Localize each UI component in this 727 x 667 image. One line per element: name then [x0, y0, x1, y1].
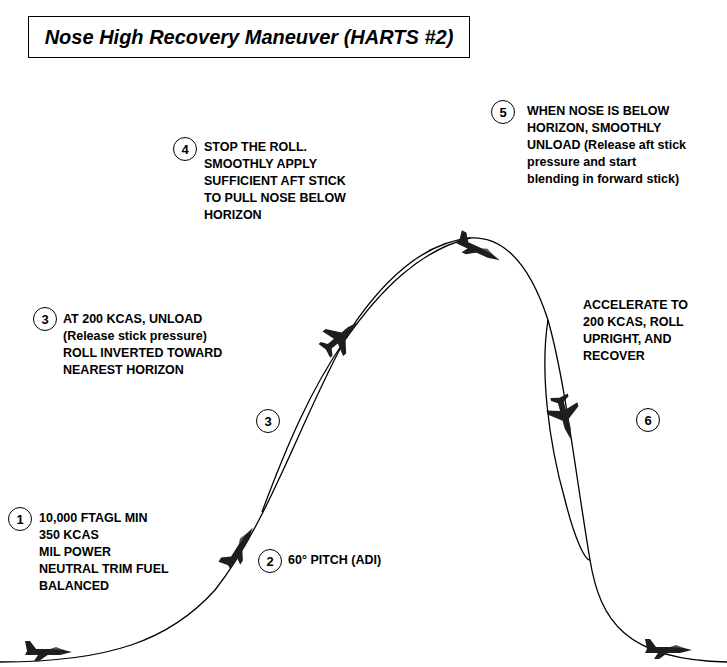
callout-number: 5: [499, 105, 506, 120]
step-note: SUFFICIENT AFT STICK: [203, 173, 347, 190]
step-note: TO PULL NOSE BELOW: [203, 190, 347, 207]
step-note: RECOVER: [582, 348, 646, 365]
step-note: 350 KCAS: [38, 527, 100, 544]
step-note: 200 KCAS, ROLL: [582, 314, 685, 331]
step-note: MIL POWER: [38, 544, 112, 561]
callout-number: 1: [16, 512, 23, 527]
step-note: STOP THE ROLL.: [203, 139, 308, 156]
step-note: HORIZON: [203, 207, 263, 224]
step-note: pressure and start: [526, 154, 637, 171]
callout-circle: 3: [256, 409, 280, 433]
step-note: ACCELERATE TO: [582, 297, 689, 314]
callout-circle: 3: [33, 307, 57, 331]
diagram-title: Nose High Recovery Maneuver (HARTS #2): [45, 26, 454, 49]
callout-circle: 1: [8, 507, 32, 531]
step-note: AT 200 KCAS, UNLOAD: [62, 311, 203, 328]
step-note: BALANCED: [38, 578, 110, 595]
callout-number: 4: [181, 142, 188, 157]
callout-circle: 2: [258, 549, 282, 573]
step-note: (Release stick pressure): [62, 328, 208, 345]
step-note: UNLOAD (Release aft stick: [526, 137, 687, 154]
step-note: HORIZON, SMOOTHLY: [526, 120, 662, 137]
step-note: SMOOTHLY APPLY: [203, 156, 318, 173]
callout-circle: 6: [636, 408, 660, 432]
callout-circle: 4: [173, 137, 197, 161]
step-note: UPRIGHT, AND: [582, 331, 672, 348]
callout-circle: 5: [491, 100, 515, 124]
step-note: NEAREST HORIZON: [62, 362, 185, 379]
title-box: Nose High Recovery Maneuver (HARTS #2): [28, 16, 470, 58]
callout-number: 6: [644, 413, 651, 428]
callout-number: 3: [264, 414, 271, 429]
step-note: ROLL INVERTED TOWARD: [62, 345, 223, 362]
step-note: 60° PITCH (ADI): [287, 552, 382, 569]
step-note: WHEN NOSE IS BELOW: [526, 103, 670, 120]
step-note: 10,000 FTAGL MIN: [38, 510, 149, 527]
step-note: NEUTRAL TRIM FUEL: [38, 561, 170, 578]
callout-number: 2: [266, 554, 273, 569]
callout-number: 3: [41, 312, 48, 327]
step-note: blending in forward stick): [526, 171, 680, 188]
